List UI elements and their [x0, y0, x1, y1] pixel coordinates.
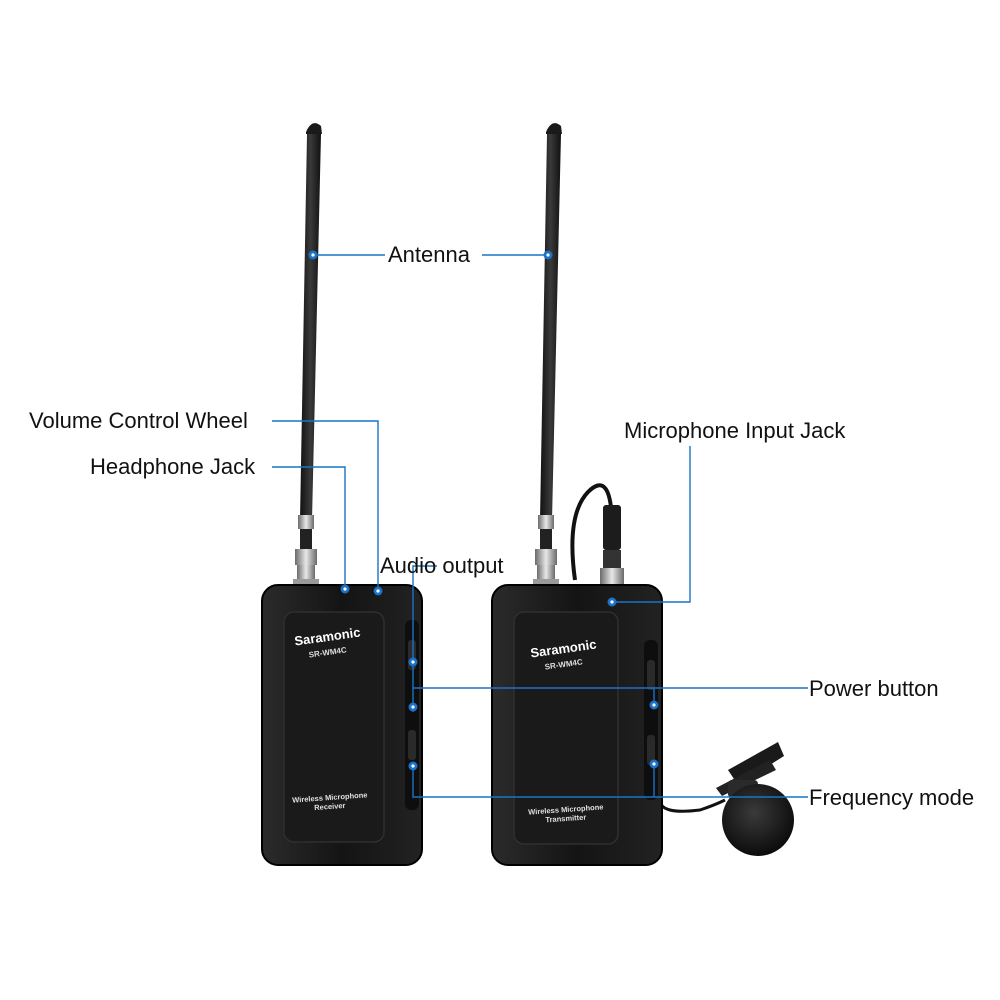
label-antenna: Antenna	[388, 242, 470, 267]
transmitter-line2: Transmitter	[545, 813, 586, 825]
label-frequency-mode: Frequency mode	[809, 785, 975, 810]
label-volume-control-wheel: Volume Control Wheel	[29, 408, 248, 433]
label-audio-output: Audio output	[380, 553, 504, 578]
receiver-unit: Saramonic SR-WM4C Wireless Microphone Re…	[261, 584, 423, 866]
receiver-antenna	[293, 123, 322, 589]
label-headphone-jack: Headphone Jack	[90, 454, 256, 479]
lavalier-microphone	[716, 742, 794, 856]
label-power-button: Power button	[809, 676, 939, 701]
label-microphone-input-jack: Microphone Input Jack	[624, 418, 846, 443]
transmitter-unit: Saramonic SR-WM4C Wireless Microphone Tr…	[491, 584, 663, 866]
transmitter-antenna	[533, 123, 562, 589]
receiver-line2: Receiver	[314, 801, 346, 812]
